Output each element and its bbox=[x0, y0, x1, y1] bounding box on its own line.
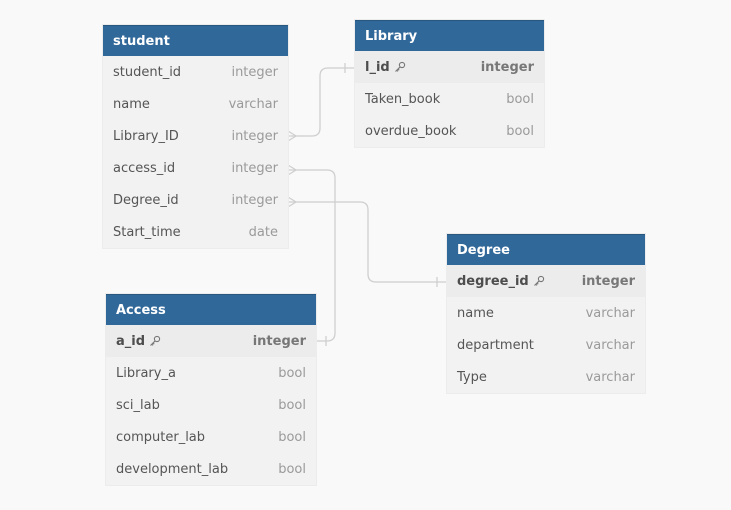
column-type: bool bbox=[278, 461, 306, 477]
column-name: Taken_book bbox=[365, 91, 441, 107]
column-type: integer bbox=[231, 64, 278, 80]
column-row-development-lab[interactable]: development_lab bool bbox=[106, 453, 316, 485]
column-type: bool bbox=[278, 429, 306, 445]
column-name-text: l_id bbox=[365, 59, 390, 75]
column-row-overdue-book[interactable]: overdue_book bool bbox=[355, 115, 544, 147]
column-name: student_id bbox=[113, 64, 182, 80]
column-type: varchar bbox=[585, 369, 635, 385]
table-student[interactable]: student student_id integer name varchar … bbox=[103, 25, 288, 248]
column-type: integer bbox=[231, 128, 278, 144]
column-name-text: a_id bbox=[116, 333, 146, 349]
column-row-degree-id[interactable]: degree_id integer bbox=[447, 265, 645, 297]
column-type: bool bbox=[278, 365, 306, 381]
column-row-taken-book[interactable]: Taken_book bool bbox=[355, 83, 544, 115]
column-name: Degree_id bbox=[113, 192, 179, 208]
column-name: computer_lab bbox=[116, 429, 206, 445]
key-icon bbox=[150, 335, 161, 346]
column-name: overdue_book bbox=[365, 123, 457, 139]
key-icon bbox=[533, 275, 544, 286]
column-row-sci-lab[interactable]: sci_lab bool bbox=[106, 389, 316, 421]
column-name: degree_id bbox=[457, 274, 545, 289]
column-row-library-id[interactable]: Library_ID integer bbox=[103, 120, 288, 152]
relationship-student-library[interactable] bbox=[287, 63, 355, 142]
table-degree[interactable]: Degree degree_id integer name varchar de… bbox=[447, 234, 645, 393]
column-type: integer bbox=[581, 273, 635, 289]
column-type: integer bbox=[252, 333, 306, 349]
column-type: integer bbox=[231, 192, 278, 208]
column-row-a-id[interactable]: a_id integer bbox=[106, 325, 316, 357]
column-name: Library_ID bbox=[113, 128, 179, 144]
column-name: development_lab bbox=[116, 461, 229, 477]
column-row-computer-lab[interactable]: computer_lab bool bbox=[106, 421, 316, 453]
column-name: l_id bbox=[365, 60, 406, 75]
table-library[interactable]: Library l_id integer Taken_book bool ove… bbox=[355, 20, 544, 147]
column-type: bool bbox=[506, 91, 534, 107]
column-row-student_id[interactable]: student_id integer bbox=[103, 56, 288, 88]
column-type: bool bbox=[278, 397, 306, 413]
column-name: Type bbox=[457, 369, 487, 385]
column-type: varchar bbox=[228, 96, 278, 112]
relationship-student-access[interactable] bbox=[287, 164, 336, 346]
column-row-degree-id[interactable]: Degree_id integer bbox=[103, 184, 288, 216]
table-header-library[interactable]: Library bbox=[355, 20, 544, 51]
column-type: integer bbox=[480, 59, 534, 75]
column-name: name bbox=[457, 305, 494, 321]
column-name-text: degree_id bbox=[457, 273, 529, 289]
key-icon bbox=[394, 61, 405, 72]
table-header-access[interactable]: Access bbox=[106, 294, 316, 325]
table-access[interactable]: Access a_id integer Library_a bool sci_l… bbox=[106, 294, 316, 485]
column-row-l-id[interactable]: l_id integer bbox=[355, 51, 544, 83]
column-row-name[interactable]: name varchar bbox=[447, 297, 645, 329]
column-type: integer bbox=[231, 160, 278, 176]
relationship-student-degree[interactable] bbox=[287, 196, 447, 287]
column-name: department bbox=[457, 337, 534, 353]
column-row-type[interactable]: Type varchar bbox=[447, 361, 645, 393]
table-header-degree[interactable]: Degree bbox=[447, 234, 645, 265]
column-name: access_id bbox=[113, 160, 176, 176]
column-row-library-a[interactable]: Library_a bool bbox=[106, 357, 316, 389]
column-type: varchar bbox=[585, 337, 635, 353]
column-name: sci_lab bbox=[116, 397, 160, 413]
column-row-start-time[interactable]: Start_time date bbox=[103, 216, 288, 248]
column-name: a_id bbox=[116, 334, 161, 349]
column-row-department[interactable]: department varchar bbox=[447, 329, 645, 361]
column-name: Start_time bbox=[113, 224, 181, 240]
table-header-student[interactable]: student bbox=[103, 25, 288, 56]
column-type: date bbox=[248, 224, 278, 240]
column-type: bool bbox=[506, 123, 534, 139]
column-row-name[interactable]: name varchar bbox=[103, 88, 288, 120]
column-type: varchar bbox=[585, 305, 635, 321]
column-row-access-id[interactable]: access_id integer bbox=[103, 152, 288, 184]
column-name: Library_a bbox=[116, 365, 176, 381]
column-name: name bbox=[113, 96, 150, 112]
